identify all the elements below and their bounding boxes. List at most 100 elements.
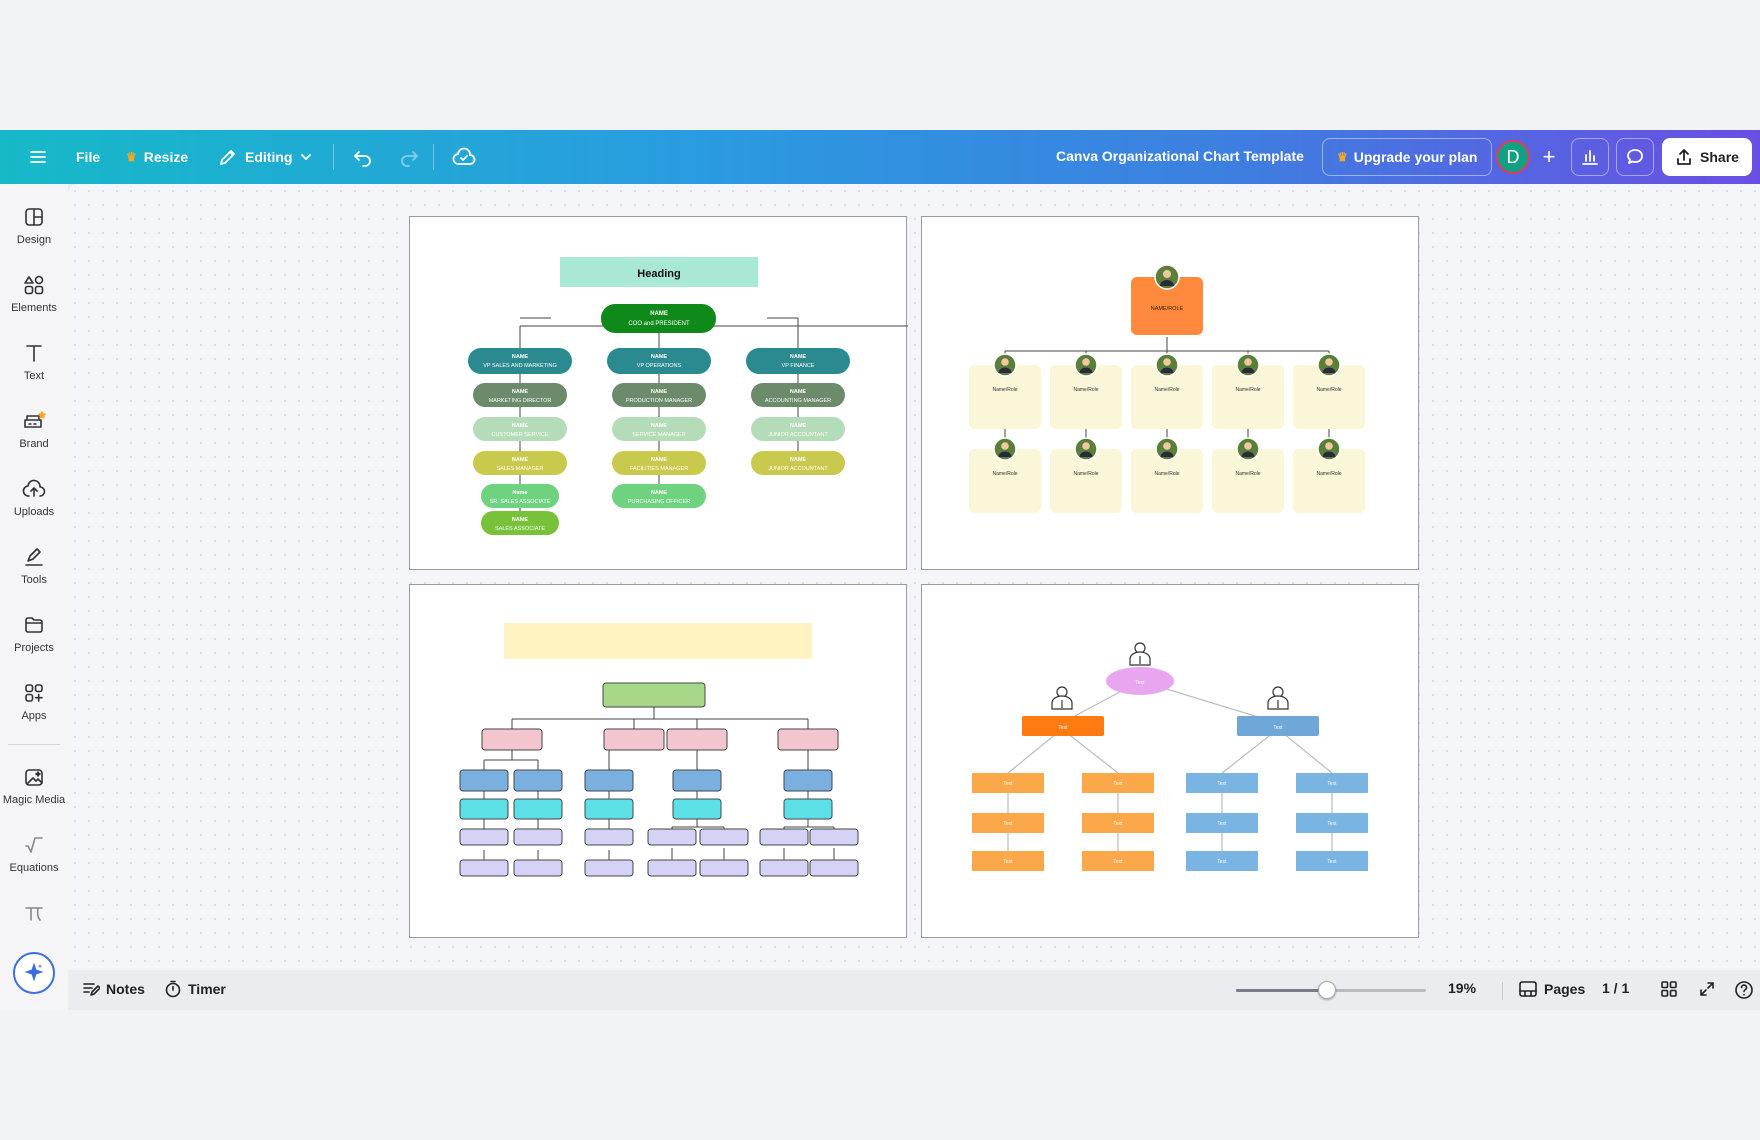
role-card[interactable] [969, 449, 1041, 513]
level-2-box[interactable] [481, 728, 543, 751]
leaf-node[interactable] [1186, 813, 1258, 833]
sidebar-item-pi[interactable] [0, 902, 68, 924]
save-status-button[interactable] [446, 139, 482, 175]
leaf-node[interactable] [1082, 773, 1154, 793]
title-placeholder[interactable] [504, 623, 812, 659]
resize-button[interactable]: ♛ Resize [120, 139, 194, 175]
leaf-node[interactable] [1296, 813, 1368, 833]
editing-mode-dropdown[interactable]: Editing [212, 139, 319, 175]
top-box[interactable] [602, 682, 706, 708]
org-node[interactable] [751, 383, 845, 407]
top-card[interactable] [1131, 277, 1203, 335]
leaf-node[interactable] [972, 851, 1044, 871]
level-4-box[interactable] [672, 798, 722, 820]
level-3-box[interactable] [672, 769, 722, 792]
level-5-box[interactable] [513, 828, 563, 846]
org-node[interactable] [746, 348, 850, 374]
role-card[interactable] [1293, 449, 1365, 513]
org-node[interactable] [481, 511, 559, 535]
leaf-node[interactable] [972, 773, 1044, 793]
help-button[interactable] [1734, 980, 1754, 1000]
role-card[interactable] [1050, 449, 1122, 513]
upgrade-plan-button[interactable]: ♛ Upgrade your plan [1322, 138, 1493, 176]
sidebar-item-equations[interactable]: Equations [0, 834, 68, 874]
org-node[interactable] [612, 484, 706, 508]
pages-button[interactable]: Pages [1518, 980, 1585, 998]
mid-node-right[interactable] [1237, 716, 1319, 736]
redo-button[interactable] [392, 139, 426, 175]
sidebar-item-magic-media[interactable]: Magic Media [0, 766, 68, 806]
top-node[interactable] [601, 304, 716, 333]
level-2-box[interactable] [603, 728, 665, 751]
level-5-box[interactable] [759, 828, 809, 846]
level-6-box[interactable] [513, 859, 563, 877]
level-4-box[interactable] [783, 798, 833, 820]
comments-button[interactable] [1616, 138, 1654, 176]
level-6-box[interactable] [459, 859, 509, 877]
org-chart-page-3[interactable] [409, 584, 907, 938]
org-node[interactable] [612, 451, 706, 475]
sidebar-item-apps[interactable]: Apps [0, 682, 68, 722]
sidebar-item-elements[interactable]: Elements [0, 274, 68, 314]
zoom-slider[interactable] [1236, 981, 1426, 999]
file-menu-button[interactable]: File [70, 139, 106, 175]
sidebar-item-text[interactable]: Text [0, 342, 68, 382]
zoom-slider-thumb[interactable] [1318, 981, 1337, 999]
undo-button[interactable] [346, 139, 380, 175]
leaf-node[interactable] [1082, 813, 1154, 833]
level-4-box[interactable] [584, 798, 634, 820]
org-node[interactable] [612, 417, 706, 441]
org-node[interactable] [481, 484, 559, 508]
leaf-node[interactable] [972, 813, 1044, 833]
heading-box[interactable] [560, 257, 758, 287]
level-3-box[interactable] [513, 769, 563, 792]
magic-assistant-button[interactable] [13, 952, 55, 994]
grid-view-button[interactable] [1660, 980, 1678, 998]
level-4-box[interactable] [459, 798, 509, 820]
level-4-box[interactable] [513, 798, 563, 820]
level-5-box[interactable] [809, 828, 859, 846]
share-button[interactable]: Share [1662, 138, 1752, 176]
level-5-box[interactable] [459, 828, 509, 846]
document-title[interactable]: Canva Organizational Chart Template [1056, 148, 1304, 164]
org-node[interactable] [607, 348, 711, 374]
zoom-percent[interactable]: 19% [1448, 980, 1477, 996]
level-6-box[interactable] [759, 859, 809, 877]
role-card[interactable] [1050, 365, 1122, 429]
user-avatar[interactable]: D [1496, 140, 1530, 174]
role-card[interactable] [1212, 449, 1284, 513]
level-6-box[interactable] [647, 859, 697, 877]
timer-button[interactable]: Timer [164, 980, 226, 998]
notes-button[interactable]: Notes [82, 980, 145, 998]
leaf-node[interactable] [1082, 851, 1154, 871]
level-2-box[interactable] [666, 728, 728, 751]
sidebar-item-projects[interactable]: Projects [0, 614, 68, 654]
level-6-box[interactable] [809, 859, 859, 877]
top-node[interactable] [1106, 667, 1174, 695]
role-card[interactable] [1293, 365, 1365, 429]
org-node[interactable] [473, 383, 567, 407]
sidebar-item-uploads[interactable]: Uploads [0, 478, 68, 518]
level-2-box[interactable] [777, 728, 839, 751]
level-5-box[interactable] [699, 828, 749, 846]
fullscreen-button[interactable] [1698, 980, 1716, 998]
leaf-node[interactable] [1186, 773, 1258, 793]
org-node[interactable] [473, 417, 567, 441]
level-6-box[interactable] [699, 859, 749, 877]
level-3-box[interactable] [783, 769, 833, 792]
role-card[interactable] [1131, 449, 1203, 513]
invite-button[interactable]: + [1534, 142, 1564, 172]
page-counter[interactable]: 1 / 1 [1602, 980, 1630, 996]
sidebar-item-tools[interactable]: Tools [0, 546, 68, 586]
sidebar-item-design[interactable]: Design [0, 206, 68, 246]
level-5-box[interactable] [584, 828, 634, 846]
leaf-node[interactable] [1296, 773, 1368, 793]
org-node[interactable] [612, 383, 706, 407]
insights-button[interactable] [1571, 138, 1609, 176]
level-5-box[interactable] [647, 828, 697, 846]
sidebar-item-brand[interactable]: Brand [0, 410, 68, 450]
org-node[interactable] [751, 451, 845, 475]
